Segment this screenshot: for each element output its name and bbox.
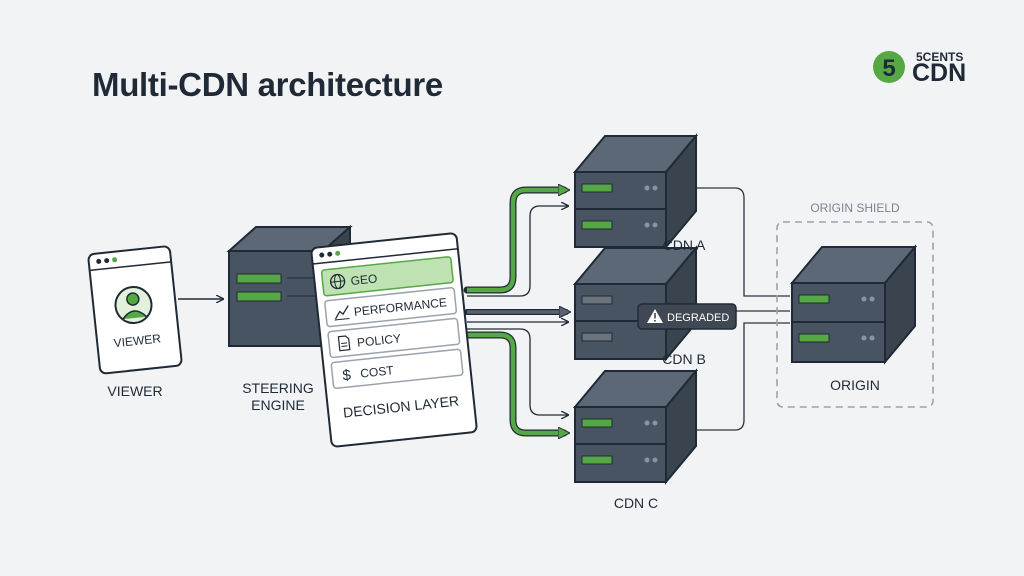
decision-row-performance: PERFORMANCE — [324, 286, 458, 328]
warning-icon — [647, 309, 663, 323]
origin-label: ORIGIN — [830, 377, 880, 393]
arrow-to-cdn-a — [467, 206, 568, 297]
viewer-label: VIEWER — [107, 383, 163, 399]
cdn-a-label: CDN A — [662, 237, 706, 253]
dollar-icon: $ — [342, 367, 353, 385]
user-avatar-icon — [114, 286, 153, 325]
decision-row-label: GEO — [350, 271, 378, 288]
steering-engine-label: STEERING ENGINE — [228, 380, 328, 414]
decision-row-label: POLICY — [356, 331, 401, 350]
cdn-b-server — [572, 245, 699, 362]
logo-text-top: 5CENTS — [916, 50, 964, 64]
degraded-badge: DEGRADED — [637, 303, 737, 330]
cdn-b-label: CDN B — [662, 351, 706, 367]
decision-layer-panel: GEO PERFORMANCE POLICY $ COST DECISION — [310, 232, 478, 448]
steering-engine-label-line1: STEERING — [242, 380, 314, 396]
globe-icon — [329, 273, 346, 290]
origin-shield-label: ORIGIN SHIELD — [810, 201, 900, 215]
arrow-to-cdn-a-green — [463, 186, 568, 294]
arrow-to-cdn-c — [467, 328, 568, 415]
logo-mark: 5 — [873, 51, 905, 83]
decision-row-policy: POLICY — [327, 317, 461, 359]
viewer-card-label: VIEWER — [113, 331, 162, 350]
trend-icon — [334, 305, 350, 321]
steering-engine-label-line2: ENGINE — [251, 397, 305, 413]
logo-text-bottom: CDN — [912, 59, 967, 87]
cdn-c-server — [572, 368, 699, 485]
decision-row-label: COST — [360, 363, 395, 380]
viewer-card: VIEWER — [87, 245, 183, 375]
page-title: Multi-CDN architecture — [92, 66, 443, 103]
document-icon — [337, 335, 351, 352]
logo-mark-text: 5 — [882, 55, 895, 82]
decision-row-cost: $ COST — [330, 348, 464, 389]
routing-arrows — [463, 186, 568, 437]
degraded-badge-label: DEGRADED — [667, 312, 729, 324]
origin-shield-box — [776, 221, 934, 408]
cdn-c-label: CDN C — [613, 495, 659, 511]
decision-row-geo: GEO — [320, 256, 454, 297]
origin-server — [789, 244, 918, 365]
cdn-a-server — [572, 133, 699, 250]
arrow-to-cdn-c-green — [463, 331, 568, 437]
